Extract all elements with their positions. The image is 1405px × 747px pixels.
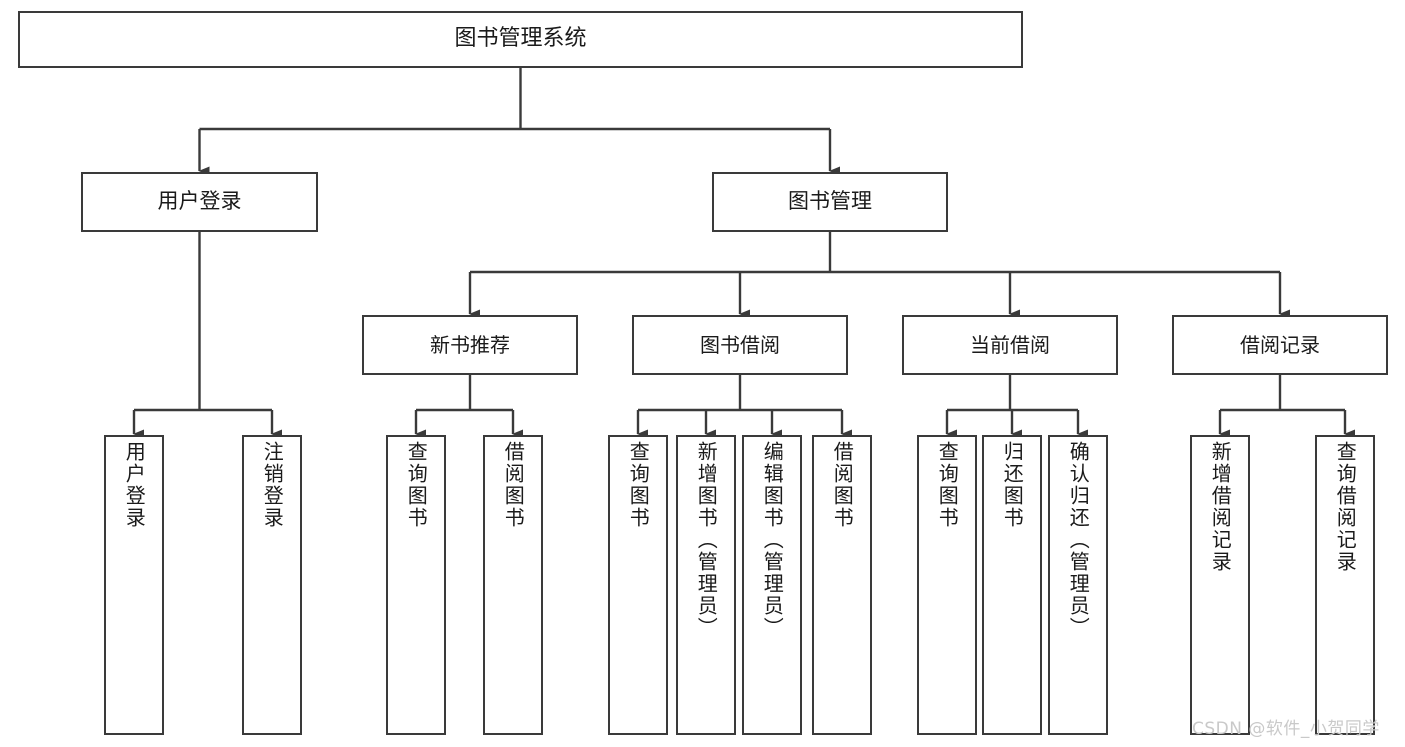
node-label-leaf-borrow-book-new: 借阅图书: [501, 441, 526, 529]
node-label-book-borrow: 图书借阅: [700, 332, 780, 357]
node-label-leaf-logout-login: 注销登录: [260, 441, 285, 529]
node-label-current-borrow: 当前借阅: [970, 332, 1050, 357]
node-leaf-add-borrow-record[interactable]: 新增借阅记录: [1190, 435, 1250, 735]
node-user-login[interactable]: 用户登录: [81, 172, 318, 232]
node-current-borrow[interactable]: 当前借阅: [902, 315, 1118, 375]
node-leaf-query-book-current[interactable]: 查询图书: [917, 435, 977, 735]
node-label-book-management: 图书管理: [788, 189, 872, 214]
node-label-leaf-return-book: 归还图书: [1000, 441, 1025, 529]
node-borrow-record[interactable]: 借阅记录: [1172, 315, 1388, 375]
node-label-leaf-user-login: 用户登录: [122, 441, 147, 529]
node-leaf-logout-login[interactable]: 注销登录: [242, 435, 302, 735]
node-label-root: 图书管理系统: [454, 26, 587, 52]
node-label-leaf-query-book-new: 查询图书: [404, 441, 429, 529]
node-label-new-book-recommend: 新书推荐: [430, 332, 510, 357]
node-leaf-edit-book-admin[interactable]: 编辑图书（管理员）: [742, 435, 802, 735]
node-leaf-borrow-book[interactable]: 借阅图书: [812, 435, 872, 735]
node-leaf-query-book-borrow[interactable]: 查询图书: [608, 435, 668, 735]
node-leaf-confirm-return-admin[interactable]: 确认归还（管理员）: [1048, 435, 1108, 735]
node-label-leaf-add-book-admin: 新增图书（管理员）: [694, 441, 719, 639]
node-book-borrow[interactable]: 图书借阅: [632, 315, 848, 375]
node-leaf-return-book[interactable]: 归还图书: [982, 435, 1042, 735]
node-leaf-query-book-new[interactable]: 查询图书: [386, 435, 446, 735]
node-label-leaf-query-book-current: 查询图书: [935, 441, 960, 529]
csdn-watermark: CSDN @软件_小贺同学: [1192, 719, 1380, 739]
node-label-leaf-add-borrow-record: 新增借阅记录: [1208, 441, 1233, 573]
node-label-user-login: 用户登录: [157, 189, 242, 214]
node-leaf-add-book-admin[interactable]: 新增图书（管理员）: [676, 435, 736, 735]
node-label-borrow-record: 借阅记录: [1240, 332, 1320, 357]
node-new-book-recommend[interactable]: 新书推荐: [362, 315, 578, 375]
node-label-leaf-query-borrow-record: 查询借阅记录: [1333, 441, 1358, 573]
node-book-management[interactable]: 图书管理: [712, 172, 948, 232]
node-label-leaf-edit-book-admin: 编辑图书（管理员）: [760, 441, 785, 639]
node-label-leaf-borrow-book: 借阅图书: [830, 441, 855, 529]
node-label-leaf-query-book-borrow: 查询图书: [626, 441, 651, 529]
node-leaf-user-login[interactable]: 用户登录: [104, 435, 164, 735]
node-label-leaf-confirm-return-admin: 确认归还（管理员）: [1066, 441, 1091, 639]
node-leaf-query-borrow-record[interactable]: 查询借阅记录: [1315, 435, 1375, 735]
node-leaf-borrow-book-new[interactable]: 借阅图书: [483, 435, 543, 735]
node-root[interactable]: 图书管理系统: [18, 11, 1023, 68]
